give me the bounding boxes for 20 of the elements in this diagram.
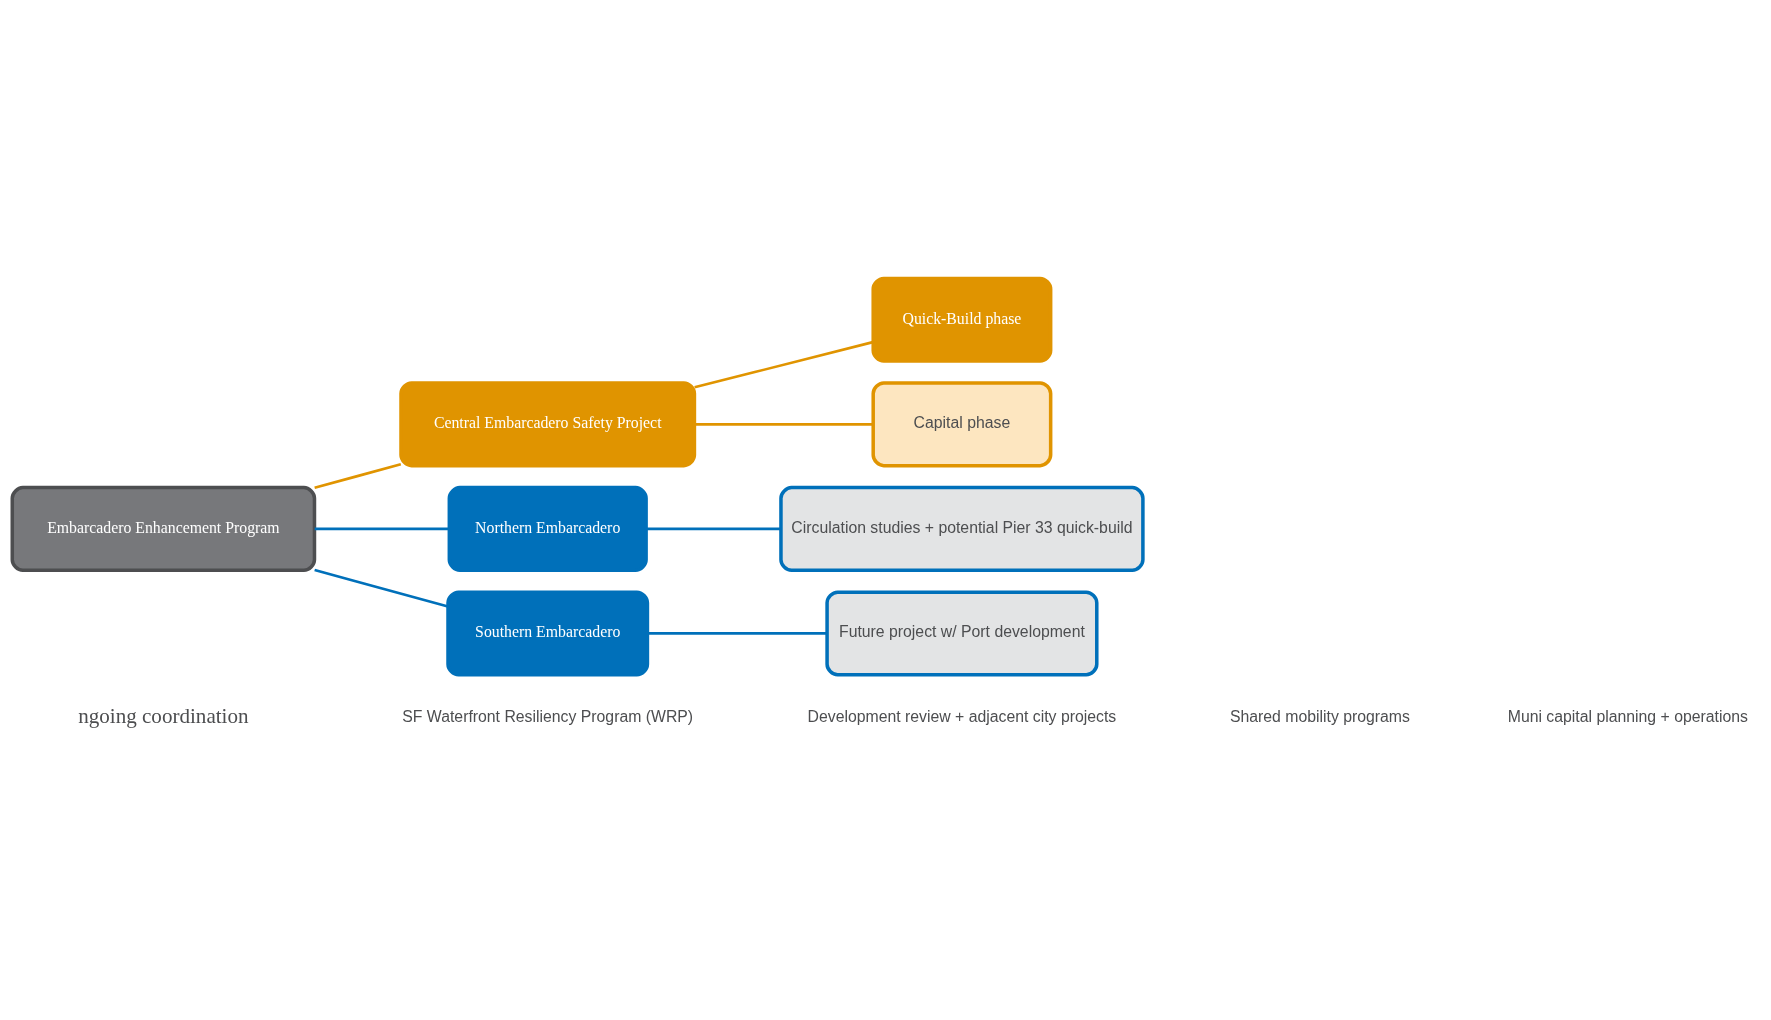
node-box: Northern Embarcadero [447, 485, 648, 572]
connector [647, 632, 827, 635]
connector [646, 527, 781, 531]
connector [314, 527, 450, 531]
connector [314, 462, 402, 490]
node-box: Southern Embarcadero [446, 590, 650, 677]
node-box: Circulation studies + potential Pier 33 quick-build [779, 485, 1145, 572]
node-box: Quick-Build phase [871, 276, 1053, 363]
node-box: Central Embarcadero Safety Project [399, 381, 697, 468]
connector [694, 423, 873, 426]
label: ngoing coordination [78, 704, 249, 729]
connector [314, 568, 449, 608]
node-box: Future project w/ Port development [825, 590, 1099, 677]
label: Shared mobility programs [1229, 707, 1410, 725]
label: Development review + adjacent city projects [807, 707, 1117, 725]
node-box: Capital phase [871, 381, 1053, 468]
node-box: Embarcadero Enhancement Program [10, 485, 317, 572]
connector [694, 340, 874, 389]
label: SF Waterfront Resiliency Program (WRP) [402, 707, 694, 725]
label: Muni capital planning + operations [1507, 707, 1748, 725]
